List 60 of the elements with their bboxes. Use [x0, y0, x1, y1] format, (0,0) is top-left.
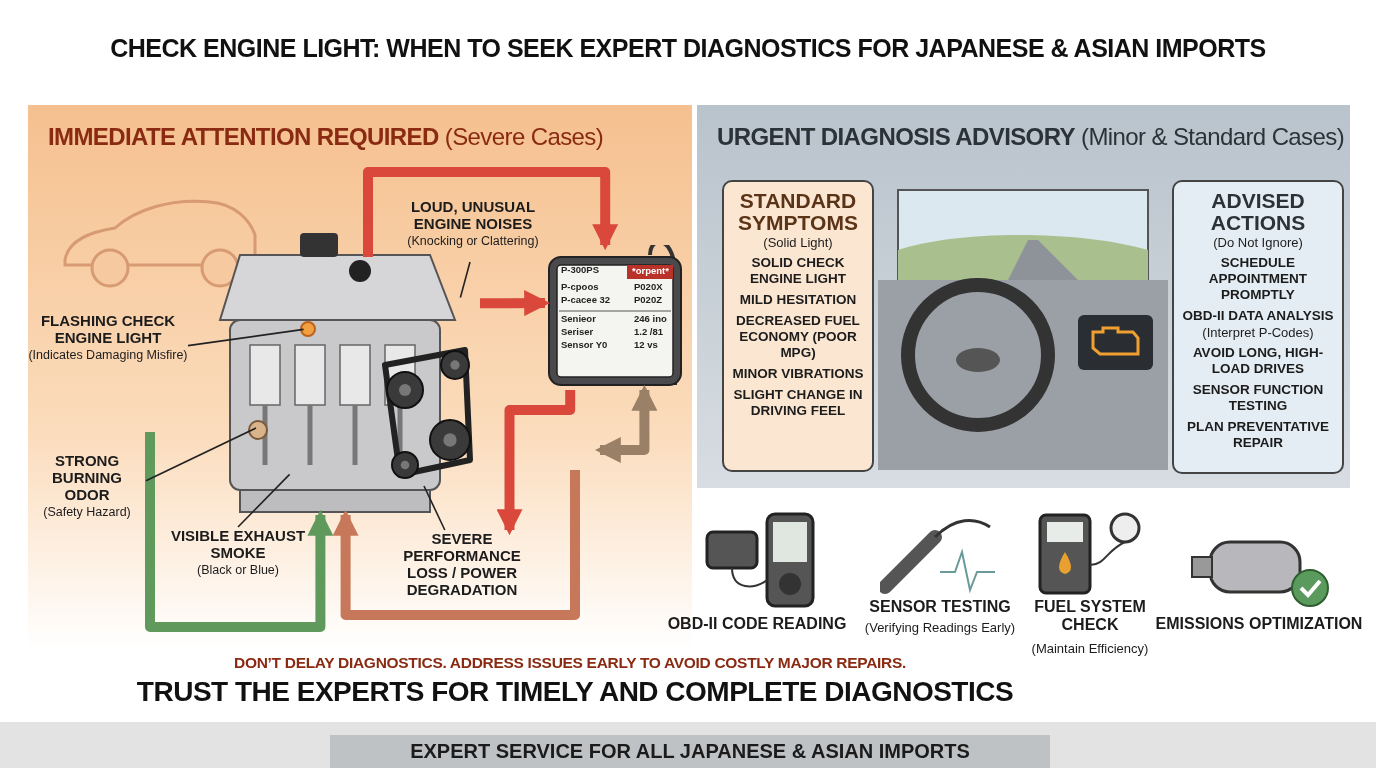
list-item: AVOID LONG, HIGH-LOAD DRIVES: [1191, 345, 1325, 377]
screen-text: 1.2 /81: [634, 326, 664, 337]
screen-text: Senieor: [561, 313, 596, 324]
screen-text: P-cpoos: [561, 281, 599, 292]
flow-arrow: [480, 290, 551, 317]
screen-text: 246 ino: [634, 313, 667, 324]
screen-text: P-300PS: [561, 264, 600, 275]
list-item: SENSOR FUNCTION TESTING: [1191, 382, 1325, 414]
leader-line: [459, 261, 471, 299]
symptom-box: [722, 180, 874, 472]
list-item: OBD-II DATA ANALYSIS: [1181, 308, 1335, 324]
title: CHECK ENGINE LIGHT: WHEN TO SEEK EXPERT DIAGNOSTICS FOR JAPANESE & ASIAN IMPORTS: [109, 34, 1267, 63]
callout-text: VISIBLE EXHAUST SMOKE: [169, 527, 307, 561]
flow-arrow: [594, 384, 658, 463]
list-item: SOLID CHECK ENGINE LIGHT: [749, 255, 847, 287]
callout-text: STRONG BURNING ODOR: [51, 452, 123, 503]
box-heading: ADVISED ACTIONS: [1209, 190, 1307, 234]
flow-arrow: [145, 432, 334, 632]
list-item: SCHEDULE APPOINTMENT PROMPTLY: [1207, 255, 1309, 303]
callout-text: FLASHING CHECK ENGINE LIGHT: [39, 312, 177, 346]
tagline: TRUST THE EXPERTS FOR TIMELY AND COMPLETE DIAGNOSTICS: [135, 676, 1015, 708]
note-text: (Safety Hazard): [42, 505, 132, 519]
screen-text: *orpent*: [632, 265, 669, 276]
list-item: PLAN PREVENTATIVE REPAIR: [1186, 419, 1330, 451]
caption: SENSOR TESTING: [868, 598, 1012, 616]
screen-text: Sensor Y0: [561, 339, 608, 350]
note-text: (Knocking or Clattering): [406, 234, 540, 248]
list-item: MILD HESITATION: [738, 292, 858, 308]
note-text: (Do Not Ignore): [1212, 235, 1304, 250]
note-text: (Black or Blue): [196, 563, 280, 577]
footer-text: EXPERT SERVICE FOR ALL JAPANESE & ASIAN IMPORTS: [330, 735, 1050, 768]
callout-text: SEVERE PERFORMANCE LOSS / POWER DEGRADATION: [402, 530, 522, 598]
caption: FUEL SYSTEM CHECK: [1033, 598, 1147, 634]
leader-line: [423, 485, 446, 531]
note-text: (Solid Light): [762, 235, 834, 250]
flow-arrow: [363, 167, 619, 257]
callout-text: LOUD, UNUSUAL ENGINE NOISES: [409, 198, 537, 232]
screen-text: P020Z: [634, 294, 662, 305]
screen-text: 12 vs: [634, 339, 658, 350]
box-heading: STANDARD SYMPTOMS: [737, 190, 859, 234]
note-text: (Indicates Damaging Misfire): [28, 348, 188, 362]
panel-heading: IMMEDIATE ATTENTION REQUIRED (Severe Cases): [48, 123, 604, 151]
screen-text: Seriser: [561, 326, 594, 337]
screen-text: P020X: [634, 281, 663, 292]
flow-arrow: [496, 390, 576, 536]
leader-line: [145, 427, 257, 482]
list-item: SLIGHT CHANGE IN DRIVING FEEL: [732, 387, 864, 419]
panel-heading: URGENT DIAGNOSIS ADVISORY (Minor & Standard Cases): [717, 123, 1345, 151]
action-box: [1172, 180, 1344, 474]
note-text: (Verifying Readings Early): [863, 620, 1017, 635]
note-text: (Interpret P-Codes): [1201, 325, 1315, 340]
flow-arrow: [332, 470, 580, 620]
list-item: DECREASED FUEL ECONOMY (POOR MPG): [735, 313, 861, 361]
warning-text: DON’T DELAY DIAGNOSTICS. ADDRESS ISSUES EARLY TO AVOID COSTLY MAJOR REPAIRS.: [233, 654, 907, 672]
caption: OBD-II CODE READING: [666, 615, 848, 633]
caption: EMISSIONS OPTIMIZATION: [1154, 615, 1364, 633]
leader-line: [187, 328, 305, 347]
list-item: MINOR VIBRATIONS: [731, 366, 865, 382]
screen-text: P-cacee 32: [561, 294, 611, 305]
note-text: (Maintain Efficiency): [1030, 641, 1150, 656]
